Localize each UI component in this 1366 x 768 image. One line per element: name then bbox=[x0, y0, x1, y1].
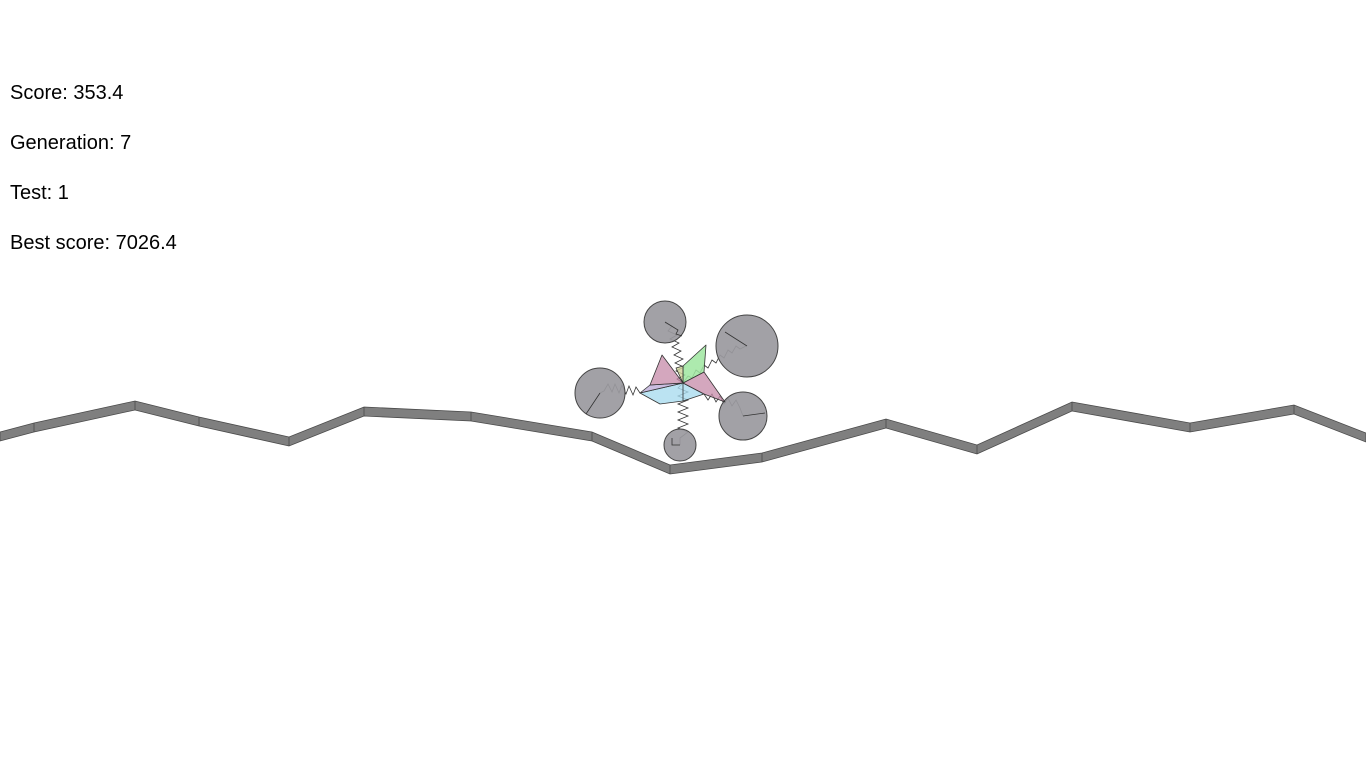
best-score-text: Best score: 7026.4 bbox=[10, 232, 177, 254]
car-body bbox=[639, 344, 726, 405]
score-text: Score: 353.4 bbox=[10, 82, 124, 104]
generation-text: Generation: 7 bbox=[10, 132, 132, 154]
ground-terrain bbox=[0, 400, 1366, 475]
car-wheels bbox=[574, 300, 779, 462]
wheel-top-right bbox=[715, 314, 779, 378]
wheel-bottom-right bbox=[718, 391, 768, 441]
test-text: Test: 1 bbox=[10, 182, 69, 204]
ground-fill bbox=[0, 400, 1366, 475]
wheel-bottom bbox=[663, 428, 697, 462]
hud-panel: Score: 353.4 Generation: 7 Test: 1 Best … bbox=[10, 81, 177, 281]
body-part-pink-left bbox=[649, 354, 684, 386]
wheel-left bbox=[574, 367, 626, 419]
wheel-top bbox=[643, 300, 687, 344]
body-part-yellow bbox=[675, 365, 684, 384]
